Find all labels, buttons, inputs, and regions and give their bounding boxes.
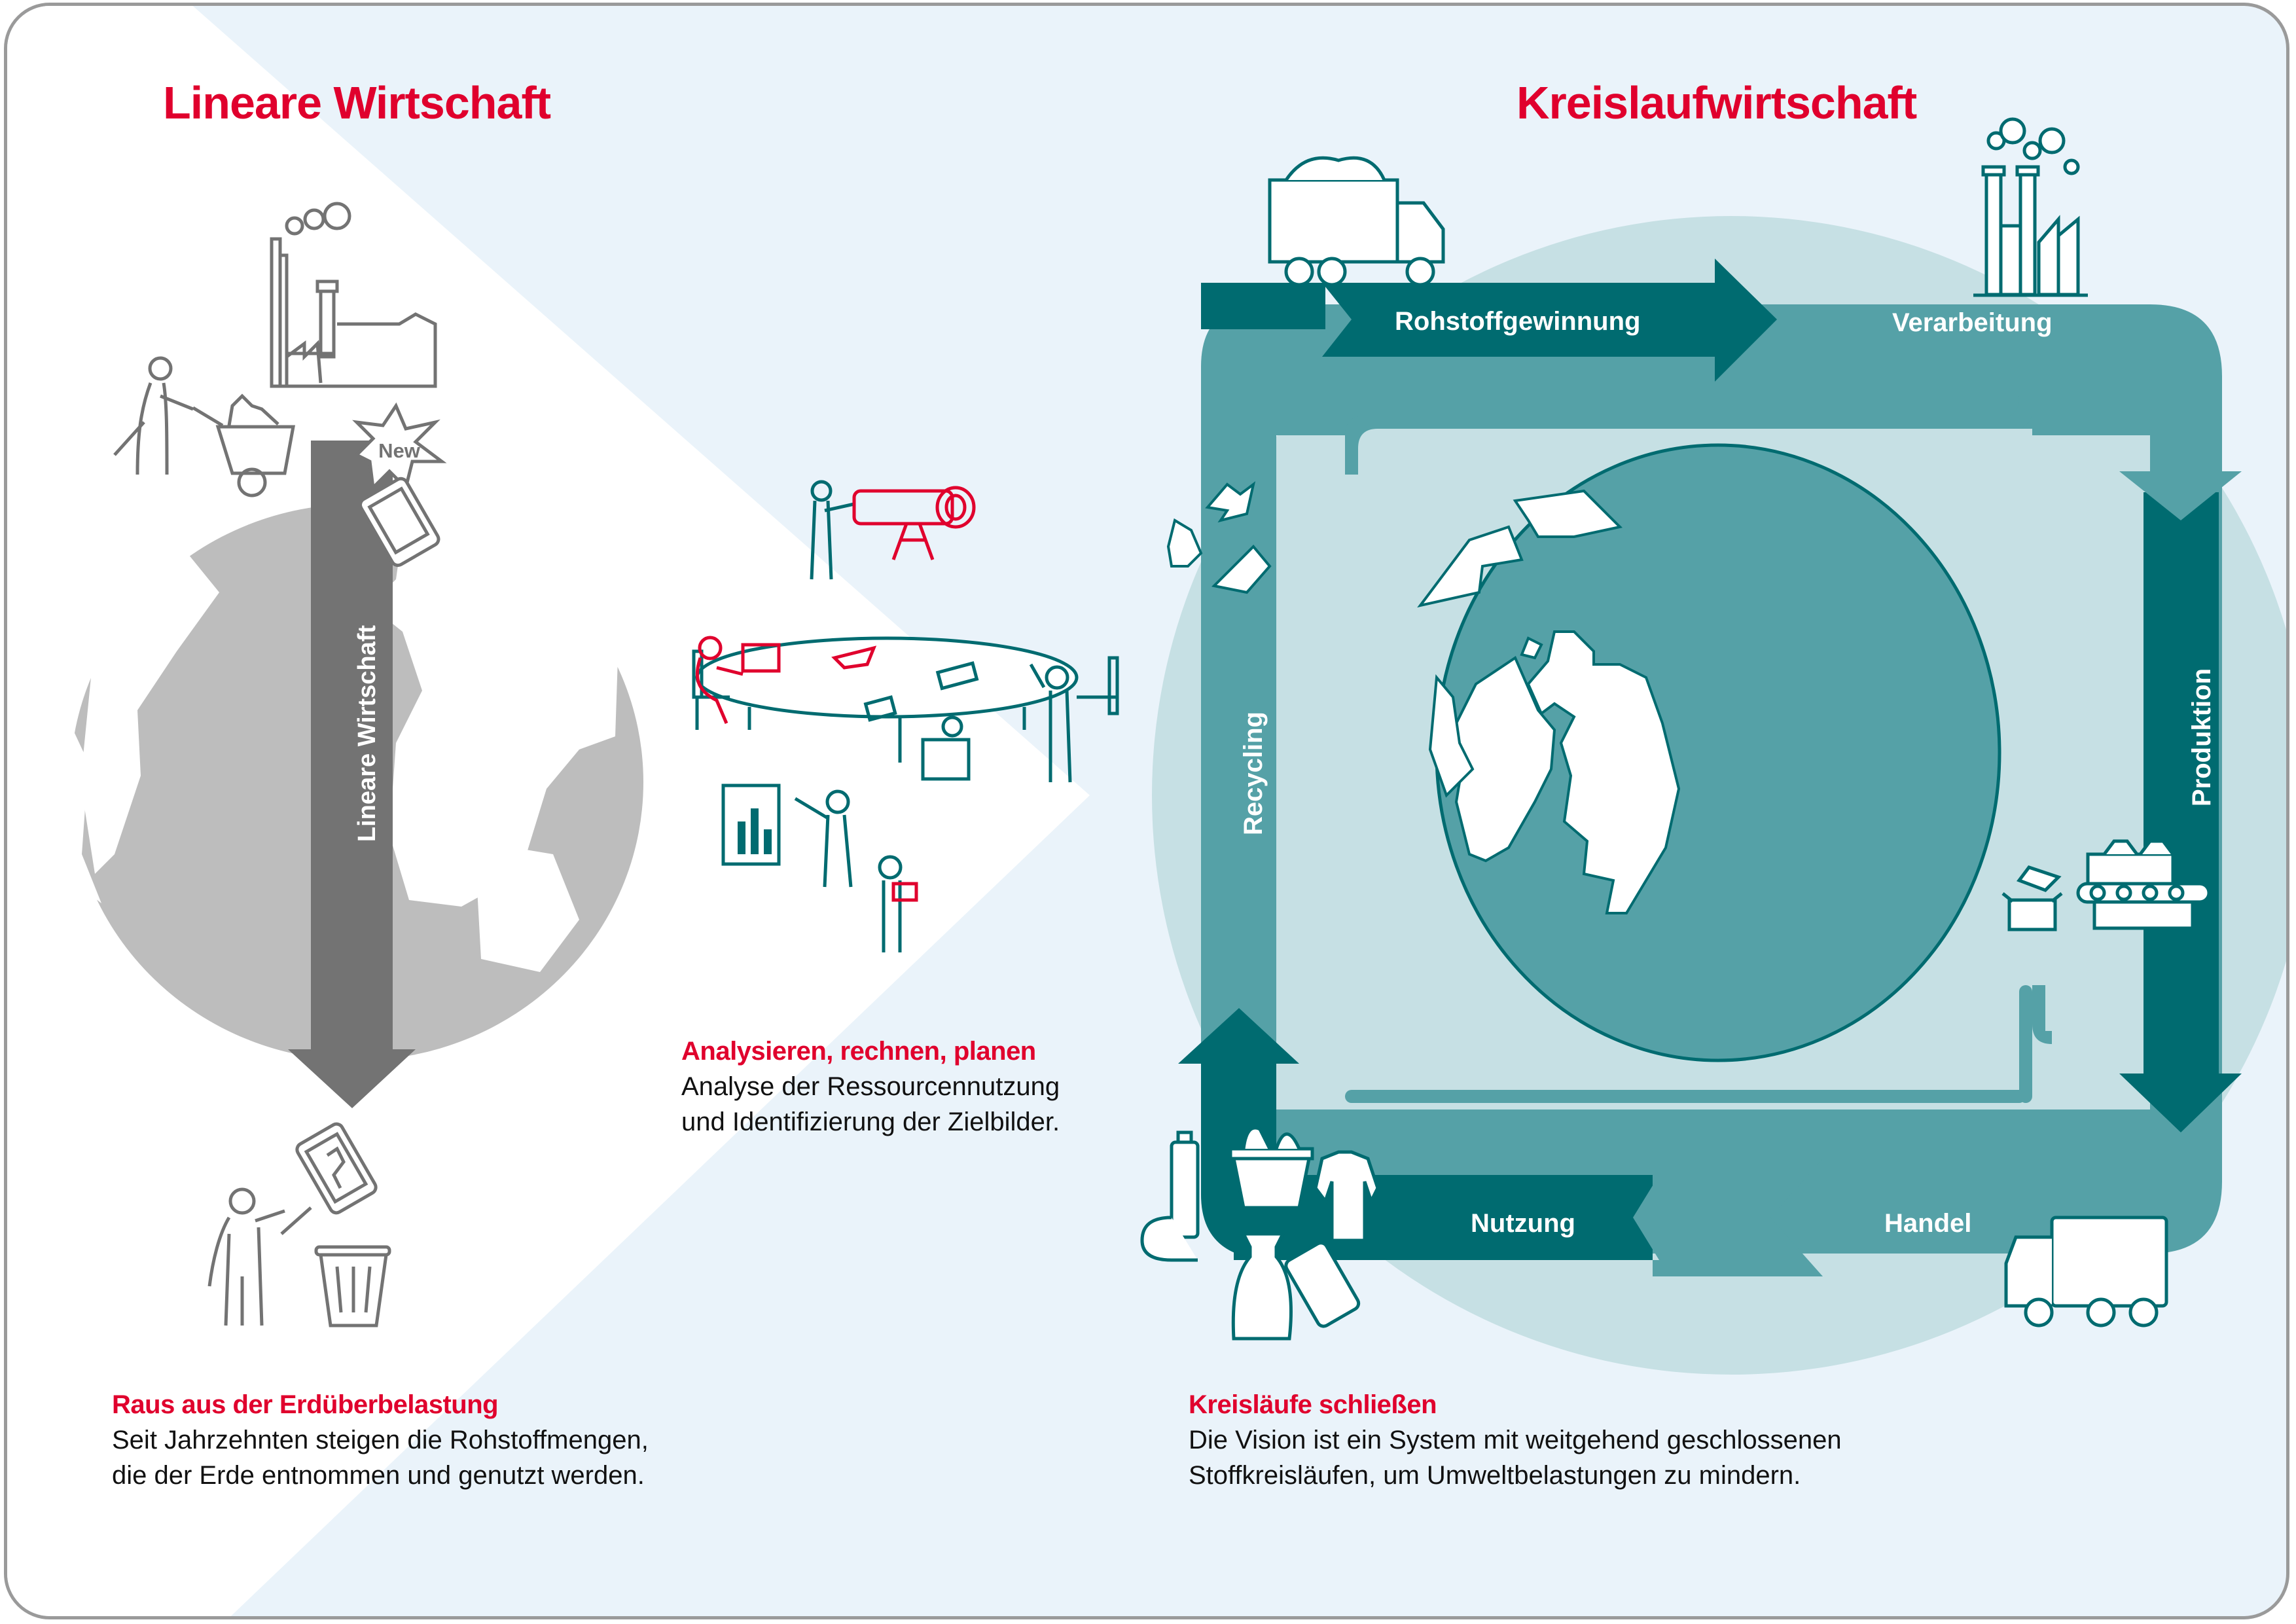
consumer-goods-icon [1140, 1126, 1380, 1341]
person-throwing-phone-icon [207, 1122, 378, 1326]
stage-recycling: Recycling [1238, 712, 1268, 835]
infographic-frame: New [4, 3, 2289, 1619]
linear-arrow-label: Lineare Wirtschaft [353, 624, 382, 842]
stage-verarbeitung: Verarbeitung [1892, 308, 2053, 337]
middle-caption: Analysieren, rechnen, planen Analyse der… [681, 1034, 1060, 1140]
stage-handel: Handel [1884, 1209, 1972, 1238]
conveyor-belt-icon [2076, 839, 2211, 930]
open-box-icon [2001, 865, 2063, 931]
linear-economy-title: Lineare Wirtschaft [163, 77, 551, 128]
produktion-arrow [2119, 492, 2242, 1132]
linear-caption-line-2: die der Erde entnommen und genutzt werde… [112, 1461, 645, 1490]
rohstoffgewinnung-arrow [1201, 283, 1325, 329]
middle-caption-line-1: Analyse der Ressourcennutzung [681, 1072, 1060, 1101]
middle-caption-heading: Analysieren, rechnen, planen [681, 1037, 1036, 1066]
linear-caption: Raus aus der Erdüberbelastung Seit Jahrz… [112, 1387, 649, 1493]
stage-rohstoffgewinnung: Rohstoffgewinnung [1395, 307, 1641, 336]
round-table-meeting-icon [692, 636, 1119, 783]
circular-caption-line-1: Die Vision ist ein System mit weitgehend… [1189, 1426, 1842, 1454]
delivery-truck-icon [2004, 1216, 2168, 1327]
new-badge-text: New [378, 439, 421, 462]
new-phone-icon [359, 477, 440, 568]
stage-nutzung: Nutzung [1471, 1209, 1575, 1238]
circular-caption: Kreisläufe schließen Die Vision ist ein … [1189, 1387, 1842, 1493]
dump-truck-icon [1268, 156, 1445, 287]
worker-wheelbarrow-icon [113, 356, 295, 497]
telescope-person-icon [810, 480, 976, 580]
middle-caption-line-2: und Identifizierung der Zielbilder. [681, 1108, 1060, 1136]
processing-factory-icon [1973, 117, 2088, 297]
linear-caption-line-1: Seit Jahrzehnten steigen die Rohstoffmen… [112, 1426, 649, 1454]
circular-caption-heading: Kreisläufe schließen [1189, 1390, 1437, 1419]
bar-chart-presenter-icon [721, 784, 918, 952]
circular-caption-line-2: Stoffkreisläufen, um Umweltbelastungen z… [1189, 1461, 1801, 1490]
recycle-symbol-icon [1166, 481, 1272, 594]
circular-economy-title: Kreislaufwirtschaft [1516, 77, 1917, 128]
factory-icon [270, 202, 437, 388]
linear-caption-heading: Raus aus der Erdüberbelastung [112, 1390, 499, 1419]
teal-globe-icon [1417, 443, 2001, 1062]
new-badge-icon [352, 402, 447, 492]
background-graphics: New [7, 6, 2286, 1616]
stage-produktion: Produktion [2187, 668, 2217, 807]
trash-can-icon [314, 1245, 391, 1327]
linear-down-arrow [288, 441, 416, 1108]
